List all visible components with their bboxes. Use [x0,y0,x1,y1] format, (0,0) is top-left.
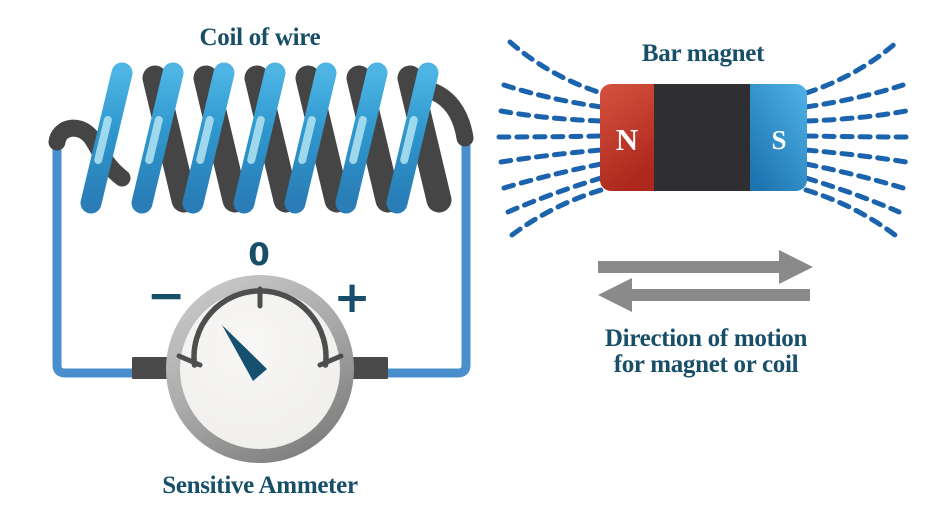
arrow-left [598,278,810,312]
ammeter-scale-ticks [176,286,344,368]
motion-caption-line1: Direction of motion [605,325,808,352]
south-pole-label: S [771,125,786,155]
field-line [496,133,604,140]
magnet-south-pole [750,84,807,191]
field-line [803,175,902,215]
field-line [803,161,906,191]
ammeter-needle [222,325,267,381]
field-line [803,187,898,238]
ammeter-plus-label: + [334,272,371,323]
field-line [501,161,604,191]
arrow-right [598,250,813,284]
coil-strand-highlight [94,116,112,164]
field-line [803,133,911,140]
arrow-right-shaft [598,261,781,273]
coil-title: Coil of wire [200,24,321,51]
arrow-right-head [779,250,813,284]
north-pole-label: N [616,122,638,157]
coil-strand-highlight [349,116,367,164]
ammeter-terminal-right [352,357,388,379]
field-lines-right [803,39,911,238]
coil-strand-highlight [400,116,418,164]
field-line [501,82,604,110]
magnet-north-pole [600,84,654,191]
coil-strand-highlight [196,116,214,164]
field-lines-left [496,39,604,238]
field-line [803,39,900,96]
ammeter-tick-left [176,353,203,368]
field-line [803,147,909,165]
field-line [505,175,604,215]
bar-magnet-title: Bar magnet [642,40,765,67]
motion-caption-line2: for magnet or coil [614,351,799,378]
magnet-core [654,84,750,191]
arrow-left-head [598,278,632,312]
coil-strand-highlight [247,116,265,164]
field-line [803,108,909,124]
bar-magnet [600,84,807,191]
field-line [498,147,604,165]
coil-strand-highlight [145,116,163,164]
bar-magnet-section: Bar magnet N S [496,39,911,378]
arrow-left-shaft [628,289,810,301]
motion-arrows [598,250,813,312]
field-line [509,187,604,238]
ammeter-title: Sensitive Ammeter [162,472,358,499]
field-line [507,39,604,96]
ammeter-tick-right [317,353,344,368]
coil-strand-highlights [94,116,418,164]
ammeter: 0 − + Sensitive Ammeter [132,237,388,499]
coil-circuit-section: Coil of wire [48,24,474,499]
circuit-wires [52,133,471,378]
ammeter-terminal-left [132,357,168,379]
ammeter-minus-label: − [147,268,186,322]
circuit-wire-left [52,133,138,378]
circuit-wire-right [383,133,471,378]
field-line [498,108,604,124]
coil-strand-highlight [298,116,316,164]
field-line [803,82,906,110]
coil-of-wire [48,62,474,214]
ammeter-zero-label: 0 [248,237,270,273]
